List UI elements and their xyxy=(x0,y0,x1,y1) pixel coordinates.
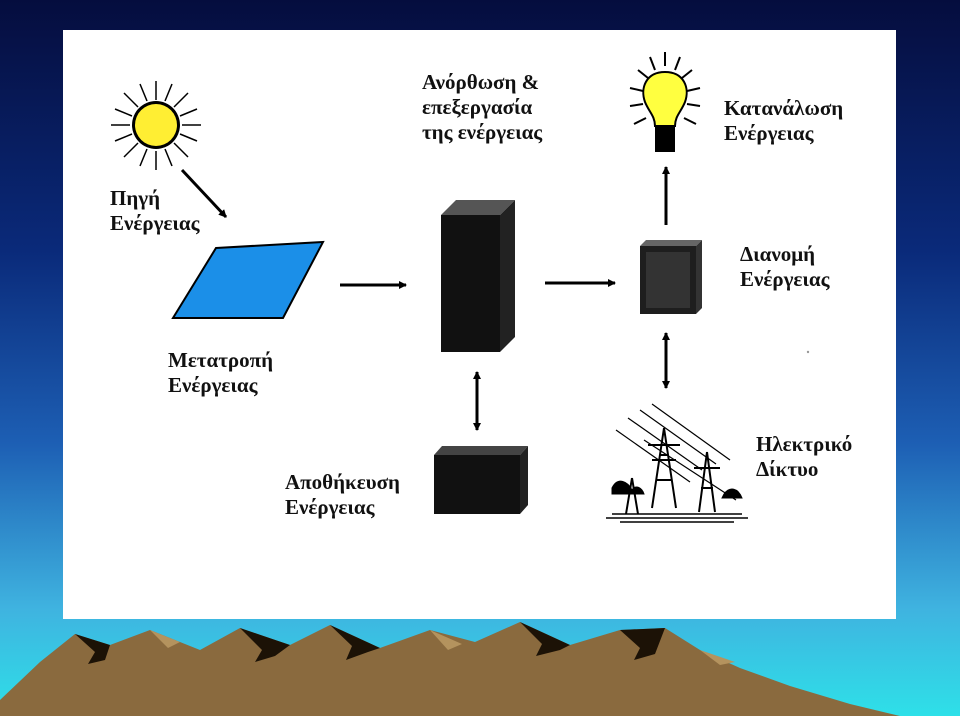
light-bulb-icon xyxy=(629,52,701,152)
consumption-label: Κατανάλωση Ενέργειας xyxy=(724,96,843,146)
storage-label-line-2: Ενέργειας xyxy=(285,495,375,519)
processing-unit-icon xyxy=(441,200,515,352)
grid-label: Ηλεκτρικό Δίκτυο xyxy=(756,432,852,482)
grid-label-line-2: Δίκτυο xyxy=(756,457,819,481)
speck xyxy=(806,350,810,354)
storage-battery-icon xyxy=(434,446,528,514)
solar-panel-icon xyxy=(171,240,325,319)
source-label-line-2: Ενέργειας xyxy=(110,211,200,235)
processing-label-line-3: της ενέργειας xyxy=(422,120,543,144)
consumption-label-line-1: Κατανάλωση xyxy=(724,96,844,120)
conversion-label-line-2: Ενέργειας xyxy=(168,373,258,397)
distribution-label: Διανομή Ενέργειας xyxy=(740,242,830,292)
arrow-source-to-conversion xyxy=(180,168,228,219)
conversion-label-line-1: Μετατροπή xyxy=(168,348,274,372)
processing-label-line-2: επεξεργασία xyxy=(422,95,533,119)
conversion-label: Μετατροπή Ενέργειας xyxy=(168,348,273,398)
sun-icon xyxy=(111,81,201,170)
processing-label-line-1: Ανόρθωση & xyxy=(422,70,540,94)
source-label-line-1: Πηγή xyxy=(110,186,161,210)
mountains xyxy=(0,622,900,716)
storage-label: Αποθήκευση Ενέργειας xyxy=(285,470,400,520)
source-label: Πηγή Ενέργειας xyxy=(110,186,200,236)
storage-label-line-1: Αποθήκευση xyxy=(285,470,400,494)
distribution-label-line-1: Διανομή xyxy=(740,242,816,266)
power-grid-icon xyxy=(606,403,748,523)
processing-label: Ανόρθωση & επεξεργασία της ενέργειας xyxy=(422,70,542,145)
consumption-label-line-2: Ενέργειας xyxy=(724,121,814,145)
distribution-box-icon xyxy=(640,240,702,314)
distribution-label-line-2: Ενέργειας xyxy=(740,267,830,291)
grid-label-line-1: Ηλεκτρικό xyxy=(756,432,853,456)
